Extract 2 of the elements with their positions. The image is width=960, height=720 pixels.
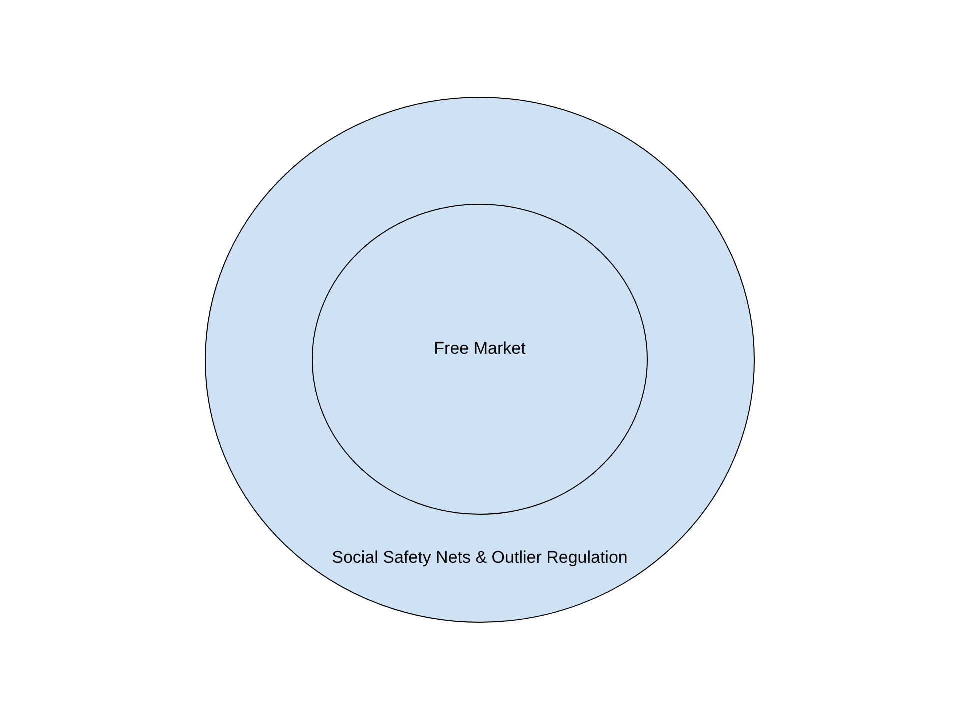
region-label: Free Market [434, 339, 526, 359]
region-label: Social Safety Nets & Outlier Regulation [332, 548, 628, 568]
